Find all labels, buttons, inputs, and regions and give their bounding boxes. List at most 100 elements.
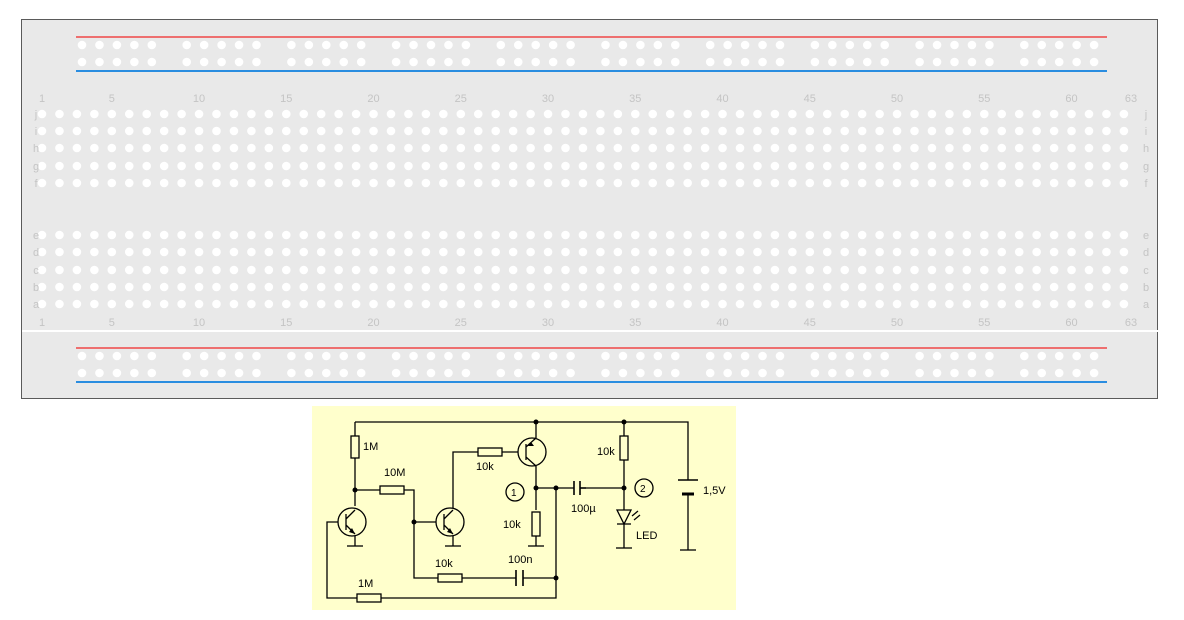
- hole-i22[interactable]: [404, 126, 413, 136]
- rail-hole-bottom-pos-24[interactable]: [548, 351, 558, 361]
- hole-g45[interactable]: [805, 161, 815, 171]
- rail-hole-top-pos-12[interactable]: [304, 40, 314, 50]
- hole-b28[interactable]: [508, 282, 518, 292]
- rail-hole-bottom-neg-44[interactable]: [967, 368, 977, 378]
- hole-a32[interactable]: [578, 299, 588, 309]
- hole-d32[interactable]: [578, 247, 588, 257]
- rail-hole-top-pos-8[interactable]: [217, 40, 226, 50]
- hole-a44[interactable]: [788, 299, 797, 309]
- hole-d10[interactable]: [194, 247, 204, 257]
- hole-e12[interactable]: [229, 230, 239, 240]
- hole-d39[interactable]: [700, 247, 710, 257]
- rail-hole-top-neg-40[interactable]: [880, 57, 889, 67]
- hole-d20[interactable]: [369, 247, 378, 257]
- hole-i28[interactable]: [508, 126, 518, 136]
- hole-i37[interactable]: [665, 126, 675, 136]
- rail-hole-bottom-neg-28[interactable]: [636, 368, 645, 378]
- rail-hole-bottom-neg-4[interactable]: [130, 368, 139, 378]
- hole-j27[interactable]: [491, 109, 501, 119]
- hole-f44[interactable]: [788, 178, 797, 188]
- hole-g63[interactable]: [1119, 161, 1129, 171]
- hole-i29[interactable]: [526, 126, 535, 136]
- hole-d34[interactable]: [613, 247, 623, 257]
- hole-d61[interactable]: [1084, 247, 1094, 257]
- hole-b63[interactable]: [1119, 282, 1129, 292]
- hole-i59[interactable]: [1049, 126, 1059, 136]
- hole-b5[interactable]: [107, 282, 117, 292]
- hole-c26[interactable]: [473, 265, 483, 275]
- rail-hole-top-neg-37[interactable]: [828, 57, 837, 67]
- hole-b45[interactable]: [805, 282, 815, 292]
- hole-f29[interactable]: [526, 178, 535, 188]
- rail-hole-bottom-pos-7[interactable]: [199, 351, 209, 361]
- hole-e30[interactable]: [543, 230, 553, 240]
- hole-h7[interactable]: [142, 143, 151, 153]
- hole-f15[interactable]: [282, 178, 291, 188]
- hole-e37[interactable]: [665, 230, 675, 240]
- hole-i57[interactable]: [1014, 126, 1024, 136]
- hole-f40[interactable]: [718, 178, 727, 188]
- hole-d9[interactable]: [177, 247, 186, 257]
- hole-e43[interactable]: [770, 230, 780, 240]
- hole-g20[interactable]: [369, 161, 378, 171]
- hole-a14[interactable]: [264, 299, 274, 309]
- hole-g26[interactable]: [473, 161, 483, 171]
- hole-f43[interactable]: [770, 178, 780, 188]
- hole-a2[interactable]: [55, 299, 64, 309]
- rail-hole-top-neg-6[interactable]: [182, 57, 191, 67]
- hole-d26[interactable]: [473, 247, 483, 257]
- hole-f18[interactable]: [334, 178, 343, 188]
- hole-b31[interactable]: [561, 282, 570, 292]
- hole-f38[interactable]: [683, 178, 692, 188]
- hole-d46[interactable]: [822, 247, 832, 257]
- hole-a51[interactable]: [910, 299, 919, 309]
- hole-f17[interactable]: [316, 178, 326, 188]
- rail-hole-bottom-pos-42[interactable]: [932, 351, 942, 361]
- rail-hole-top-pos-3[interactable]: [112, 40, 122, 50]
- hole-g55[interactable]: [980, 161, 989, 171]
- hole-h58[interactable]: [1032, 143, 1041, 153]
- hole-g4[interactable]: [90, 161, 99, 171]
- hole-a52[interactable]: [927, 299, 937, 309]
- hole-a54[interactable]: [962, 299, 972, 309]
- hole-c30[interactable]: [543, 265, 553, 275]
- hole-i40[interactable]: [718, 126, 727, 136]
- hole-f22[interactable]: [404, 178, 413, 188]
- hole-g32[interactable]: [578, 161, 588, 171]
- rail-hole-bottom-neg-1[interactable]: [77, 368, 87, 378]
- hole-j48[interactable]: [857, 109, 867, 119]
- hole-h20[interactable]: [369, 143, 378, 153]
- rail-hole-bottom-neg-39[interactable]: [862, 368, 872, 378]
- hole-j1[interactable]: [37, 109, 47, 119]
- hole-e24[interactable]: [439, 230, 448, 240]
- hole-b37[interactable]: [665, 282, 675, 292]
- rail-hole-bottom-pos-14[interactable]: [339, 351, 349, 361]
- hole-a53[interactable]: [945, 299, 954, 309]
- hole-a55[interactable]: [980, 299, 989, 309]
- hole-d63[interactable]: [1119, 247, 1129, 257]
- hole-g8[interactable]: [159, 161, 169, 171]
- hole-h37[interactable]: [665, 143, 675, 153]
- hole-e22[interactable]: [404, 230, 413, 240]
- hole-d57[interactable]: [1014, 247, 1024, 257]
- hole-b48[interactable]: [857, 282, 867, 292]
- hole-f51[interactable]: [910, 178, 919, 188]
- hole-b14[interactable]: [264, 282, 274, 292]
- rail-hole-bottom-neg-10[interactable]: [252, 368, 261, 378]
- rail-hole-top-neg-45[interactable]: [985, 57, 994, 67]
- hole-g58[interactable]: [1032, 161, 1041, 171]
- hole-e60[interactable]: [1067, 230, 1076, 240]
- rail-hole-top-neg-10[interactable]: [252, 57, 261, 67]
- hole-e21[interactable]: [386, 230, 396, 240]
- hole-j56[interactable]: [997, 109, 1007, 119]
- hole-c4[interactable]: [90, 265, 99, 275]
- hole-g30[interactable]: [543, 161, 553, 171]
- hole-j47[interactable]: [840, 109, 849, 119]
- hole-j42[interactable]: [753, 109, 762, 119]
- hole-j59[interactable]: [1049, 109, 1059, 119]
- rail-hole-top-pos-26[interactable]: [601, 40, 610, 50]
- hole-c38[interactable]: [683, 265, 692, 275]
- hole-b24[interactable]: [439, 282, 448, 292]
- hole-b38[interactable]: [683, 282, 692, 292]
- rail-hole-top-neg-30[interactable]: [671, 57, 680, 67]
